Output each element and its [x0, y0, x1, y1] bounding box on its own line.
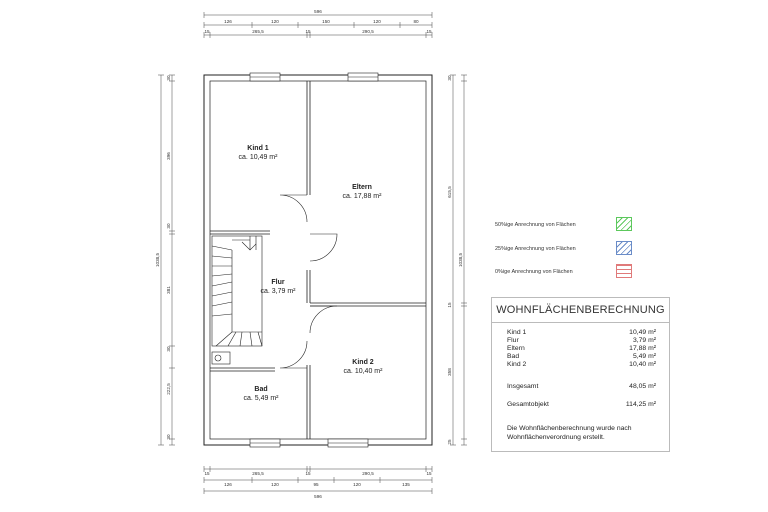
dim-left-1: 396 — [166, 152, 171, 160]
dimension-labels: 596 126 120 150 120 80 15 265,5 15 290,5… — [155, 9, 463, 499]
calc-row-value: 10,40 m² — [629, 361, 656, 368]
calc-total-value: 48,05 m² — [629, 383, 656, 390]
dim-top-2-2: 15 — [305, 29, 311, 34]
dim-bottom-1-2: 95 — [313, 482, 319, 487]
legend-swatch-50 — [616, 217, 632, 231]
dim-right-1: 615,5 — [447, 186, 452, 198]
room-kind2-name: Kind 2 — [352, 359, 374, 366]
dim-top-1-1: 120 — [271, 19, 279, 24]
calc-object-label: Gesamtobjekt — [507, 401, 549, 408]
calc-note: Die Wohnflächenberechnung wurde nach Woh… — [507, 425, 632, 441]
calc-row-value: 17,88 m² — [629, 345, 656, 352]
legend-label-50: 50%ige Anrechnung von Flächen — [495, 222, 576, 228]
dim-bottom-2-2: 15 — [305, 471, 311, 476]
room-eltern-name: Eltern — [352, 184, 372, 191]
calc-row-name: Eltern — [507, 345, 525, 352]
dim-right-4: 25 — [447, 439, 452, 445]
calc-row-name: Kind 2 — [507, 361, 527, 368]
dim-top-1-0: 126 — [224, 19, 232, 24]
legend-label-0: 0%ige Anrechnung von Flächen — [495, 269, 573, 275]
calc-row-name: Bad — [507, 353, 520, 360]
dim-left-6: 30 — [166, 434, 171, 440]
windows — [249, 72, 379, 448]
dim-right-2: 15 — [447, 302, 452, 308]
dim-top-1-4: 80 — [413, 19, 419, 24]
room-kind2: Kind 2 ca. 10,40 m² — [344, 358, 383, 376]
dim-top-2-1: 265,5 — [252, 29, 264, 34]
calc-total-label: Insgesamt — [507, 383, 539, 390]
dim-right-3: 358 — [447, 368, 452, 376]
legend-swatch-25 — [616, 241, 632, 255]
dim-top-2-3: 290,5 — [362, 29, 374, 34]
dim-bottom-2-3: 290,5 — [362, 471, 374, 476]
dim-bottom-2-0: 15 — [204, 471, 210, 476]
calc-row-value: 3,79 m² — [632, 337, 656, 344]
dim-bottom-2-1: 265,5 — [252, 471, 264, 476]
room-eltern-area: ca. 17,88 m² — [342, 193, 382, 200]
room-kind1: Kind 1 ca. 10,49 m² — [239, 144, 278, 162]
dim-right-total: 1038,5 — [458, 253, 463, 267]
dim-top-1-2: 150 — [322, 19, 330, 24]
legend-swatch-0 — [616, 264, 632, 278]
calc-row-value: 5,49 m² — [632, 353, 656, 360]
room-bad: Bad ca. 5,49 m² — [243, 385, 278, 403]
legend-label-25: 25%ige Anrechnung von Flächen — [495, 246, 576, 252]
dim-left-4: 30 — [166, 346, 171, 352]
dim-bottom-1-0: 126 — [224, 482, 232, 487]
doors — [279, 194, 338, 369]
area-calculation-title: WOHNFLÄCHENBERECHNUNG — [492, 298, 669, 323]
dim-bottom-1-3: 120 — [353, 482, 361, 487]
dim-top-1-3: 120 — [373, 19, 381, 24]
room-kind1-area: ca. 10,49 m² — [238, 154, 278, 161]
calc-object-value: 114,25 m² — [625, 401, 656, 408]
dim-top-total: 596 — [314, 9, 322, 14]
dim-bottom-2-4: 15 — [426, 471, 432, 476]
dim-left-0: 30 — [166, 75, 171, 81]
calc-row-name: Kind 1 — [507, 329, 527, 336]
room-flur-name: Flur — [271, 279, 285, 286]
dim-bottom-total: 596 — [314, 494, 322, 499]
dimension-ticks — [158, 12, 467, 494]
room-bad-area: ca. 5,49 m² — [243, 395, 279, 402]
dim-bottom-1-1: 120 — [271, 482, 279, 487]
dim-top-2-0: 15 — [204, 29, 210, 34]
dim-left-5: 222,5 — [166, 383, 171, 395]
dim-right-0: 30 — [447, 75, 452, 81]
calc-row-name: Flur — [507, 337, 519, 344]
sink-icon — [211, 351, 231, 365]
room-flur: Flur ca. 3,79 m² — [260, 278, 295, 296]
room-bad-name: Bad — [254, 386, 268, 393]
room-kind1-name: Kind 1 — [247, 145, 269, 152]
dim-left-3: 381 — [166, 286, 171, 294]
room-flur-area: ca. 3,79 m² — [260, 288, 296, 295]
walls — [203, 74, 433, 446]
dim-top-2-4: 15 — [426, 29, 432, 34]
room-eltern: Eltern ca. 17,88 m² — [343, 183, 382, 201]
dim-bottom-1-4: 135 — [402, 482, 410, 487]
staircase — [211, 235, 263, 347]
room-kind2-area: ca. 10,40 m² — [343, 368, 383, 375]
dim-left-total: 1038,5 — [155, 253, 160, 267]
dimension-lines — [160, 14, 465, 492]
dim-left-2: 30 — [166, 223, 171, 229]
calc-row-value: 10,49 m² — [629, 329, 656, 336]
area-calculation-panel: WOHNFLÄCHENBERECHNUNG Kind 1 10,49 m² Fl… — [491, 297, 670, 452]
